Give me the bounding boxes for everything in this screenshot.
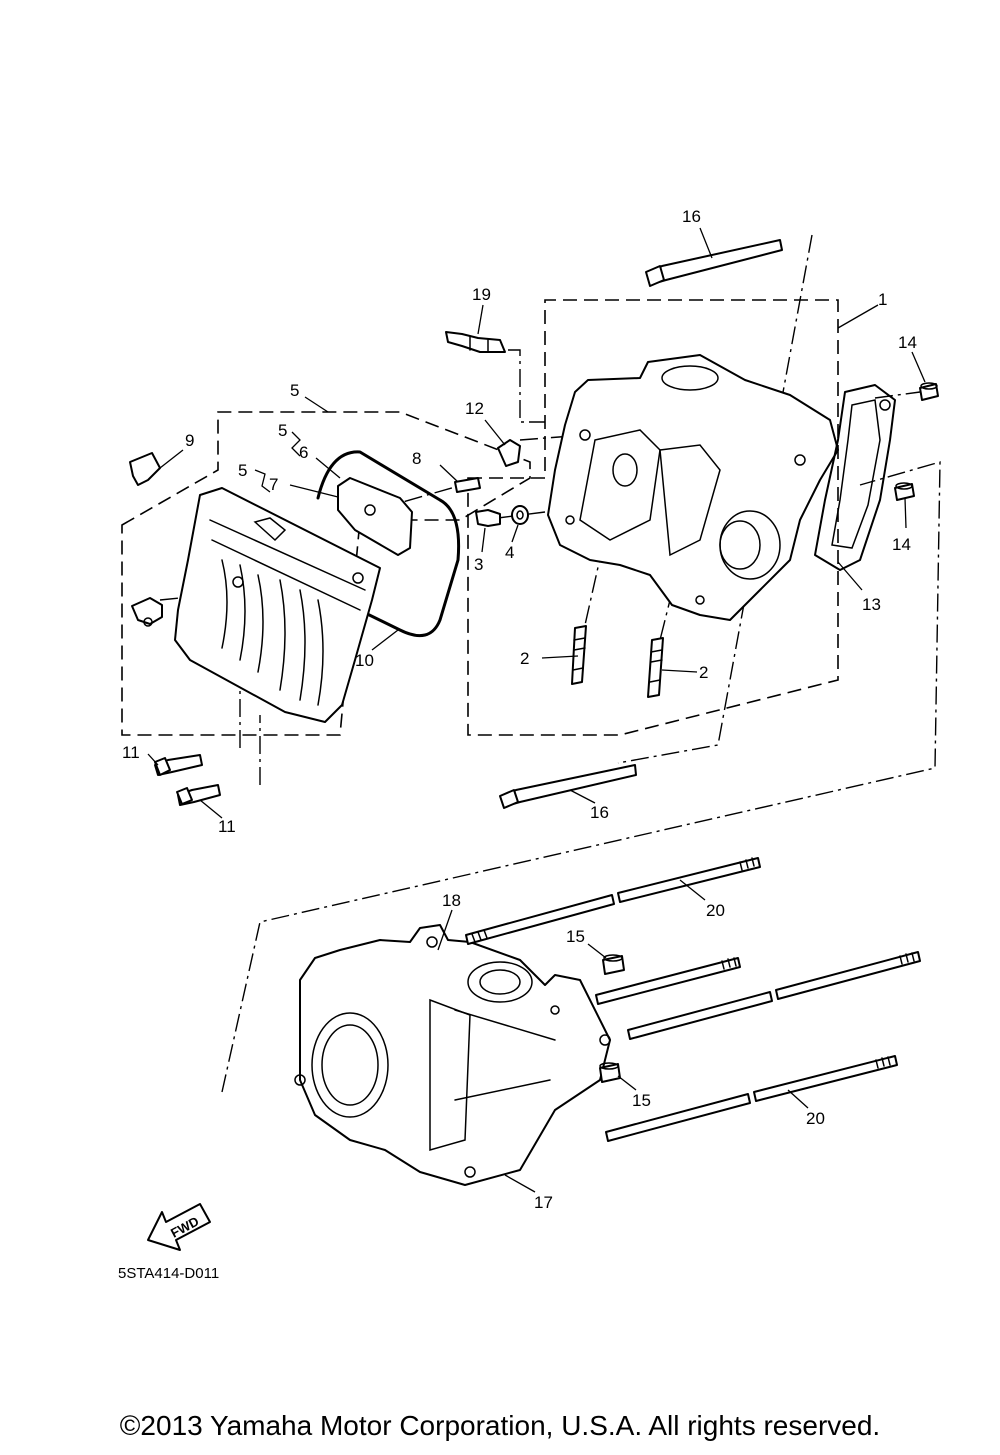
callout-16a: 16 — [682, 207, 701, 226]
alignment-line-spark-plug — [508, 349, 545, 423]
callout-17: 17 — [534, 1193, 553, 1212]
leader-19 — [477, 304, 484, 335]
callout-20a: 20 — [706, 901, 725, 920]
leader-15b — [617, 1075, 637, 1091]
stud-rod-middle-a — [595, 957, 741, 1005]
callout-5c: 5 — [238, 461, 247, 480]
leader-17 — [504, 1174, 536, 1193]
callout-11b: 11 — [218, 817, 236, 836]
gasket-part-13 — [814, 384, 896, 571]
stud-rod-middle-b — [627, 951, 921, 1040]
callout-14a: 14 — [898, 333, 917, 352]
leader-12 — [484, 419, 506, 446]
tappet-cover-plate-part-6 — [337, 477, 413, 556]
head-cover-group-box — [121, 411, 531, 736]
leader-4 — [511, 524, 519, 543]
callout-1: 1 — [878, 290, 887, 309]
bolt-part-8 — [454, 477, 481, 493]
stud-bolt-part-2-right — [647, 637, 664, 698]
callout-7: 7 — [269, 475, 278, 494]
leader-1 — [837, 304, 879, 329]
long-bolt-part-16-upper — [645, 239, 783, 287]
leader-11b — [199, 799, 223, 819]
stud-rod-part-18 — [465, 894, 615, 945]
callout-5b: 5 — [278, 421, 287, 440]
leader-7 — [289, 484, 339, 498]
callout-19: 19 — [472, 285, 491, 304]
alignment-line-head-cylinder — [221, 461, 941, 1093]
leader-5a — [304, 396, 329, 413]
clip-part-9 — [129, 452, 161, 486]
leader-18 — [437, 909, 453, 951]
dowel-pin-part-15-upper — [602, 954, 625, 975]
washer-part-4 — [511, 505, 529, 525]
stud-bolt-part-2-left — [571, 625, 587, 685]
leader-5c — [254, 469, 271, 493]
spark-plug-part-19 — [445, 331, 506, 353]
bolt-part-3 — [475, 509, 501, 527]
callout-9: 9 — [185, 431, 194, 450]
callout-6: 6 — [299, 443, 308, 462]
cylinder-head-group-box — [467, 299, 839, 736]
callout-12: 12 — [465, 399, 484, 418]
leader-14b — [904, 497, 907, 529]
leader-15a — [587, 943, 607, 959]
leader-9 — [159, 449, 184, 469]
callout-4: 4 — [505, 543, 514, 562]
leader-14a — [911, 351, 926, 383]
bolt-part-11-lower — [176, 784, 221, 806]
leader-8 — [439, 464, 459, 483]
callout-5a: 5 — [290, 381, 299, 400]
dowel-pin-part-14-lower — [894, 482, 915, 501]
leader-20a — [679, 879, 706, 901]
cylinder-head-cover — [174, 487, 381, 723]
gasket-part-10 — [316, 450, 461, 638]
callout-14b: 14 — [892, 535, 911, 554]
diagram-code: 5STA414-D011 — [118, 1265, 220, 1282]
callout-11a: 11 — [122, 743, 140, 762]
callout-2a: 2 — [520, 649, 529, 668]
sensor-fitting — [131, 597, 163, 627]
leader-20b — [787, 1089, 809, 1109]
fwd-arrow-icon: FWD — [147, 1203, 211, 1251]
long-bolt-part-16-lower — [499, 764, 637, 809]
stud-rod-lower — [605, 1055, 898, 1142]
leader-5b — [291, 431, 301, 457]
callout-3: 3 — [474, 555, 483, 574]
callout-2b: 2 — [699, 663, 708, 682]
callout-16b: 16 — [590, 803, 609, 822]
callout-13: 13 — [862, 595, 881, 614]
dowel-pin-part-14-upper — [919, 382, 939, 401]
leader-6 — [315, 457, 341, 479]
cap-plug-part-12 — [497, 439, 521, 467]
leader-2a — [541, 655, 579, 659]
cylinder-head-part-1 — [547, 354, 839, 621]
leader-16a — [699, 227, 713, 259]
stud-rod-part-20-upper — [617, 857, 761, 903]
leader-10 — [371, 629, 399, 651]
callout-15b: 15 — [632, 1091, 651, 1110]
leader-2b — [661, 669, 698, 673]
cylinder-block-part-17 — [294, 924, 611, 1186]
leader-3 — [481, 527, 486, 553]
bolt-part-11-upper — [154, 754, 203, 776]
callout-15a: 15 — [566, 927, 585, 946]
callout-10: 10 — [355, 651, 374, 670]
alignment-line-dowel-14 — [874, 391, 921, 399]
callout-8: 8 — [412, 449, 421, 468]
leader-11a — [147, 753, 159, 766]
callout-20b: 20 — [806, 1109, 825, 1128]
leader-16b — [569, 789, 596, 804]
leader-13 — [837, 561, 863, 591]
callout-18: 18 — [442, 891, 461, 910]
copyright-notice: ©2013 Yamaha Motor Corporation, U.S.A. A… — [119, 1410, 881, 1441]
